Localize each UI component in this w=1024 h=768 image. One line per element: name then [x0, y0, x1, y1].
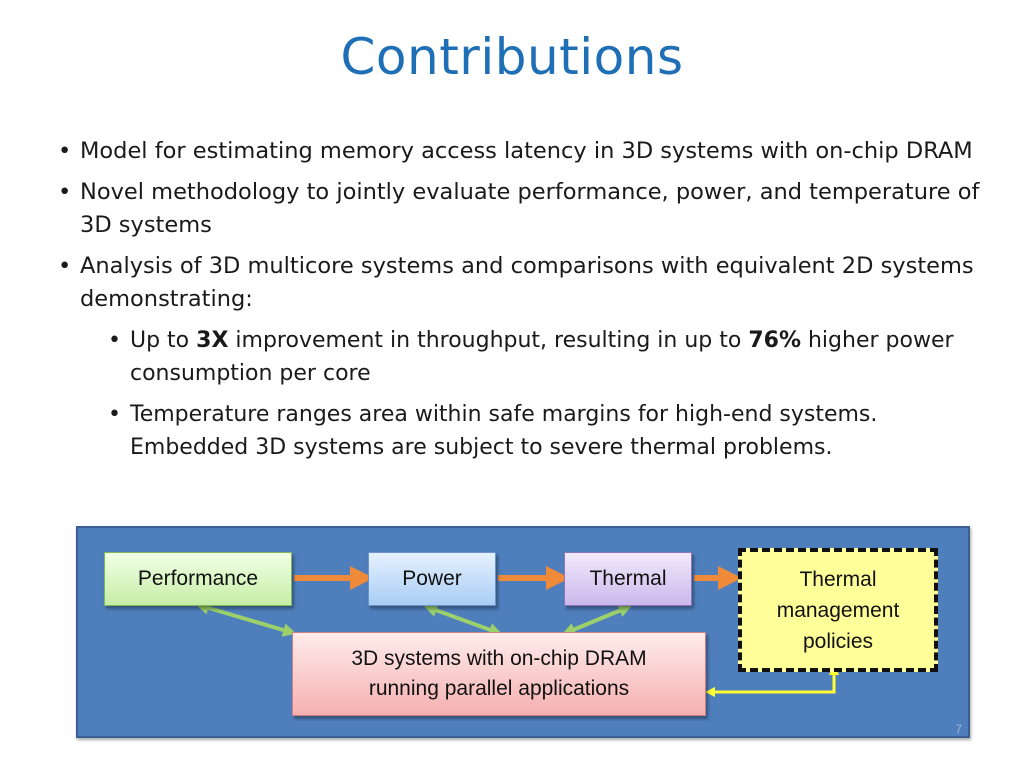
- bold-value: 76%: [748, 328, 801, 353]
- box-line: management: [776, 598, 900, 622]
- bullet-item: • Novel methodology to jointly evaluate …: [58, 176, 988, 242]
- text-segment: higher power consumption per core: [130, 328, 954, 386]
- bullet-item: • Model for estimating memory access lat…: [58, 135, 988, 168]
- flow-diagram: Performance Power Thermal Thermal manage…: [76, 526, 970, 738]
- box-text: Thermal management policies: [777, 564, 900, 657]
- bullet-text: Model for estimating memory access laten…: [80, 138, 973, 164]
- bullet-text: Novel methodology to jointly evaluate pe…: [80, 179, 980, 238]
- sub-bullet-item: • Up to 3X improvement in throughput, re…: [58, 324, 988, 390]
- power-box: Power: [368, 552, 496, 606]
- bullet-list: • Model for estimating memory access lat…: [58, 135, 988, 472]
- system-box: 3D systems with on-chip DRAM running par…: [292, 632, 706, 716]
- arrow-thermal-system: [561, 604, 633, 636]
- bold-value: 3X: [196, 328, 229, 353]
- thermal-box: Thermal: [564, 552, 692, 606]
- bullet-item: • Analysis of 3D multicore systems and c…: [58, 250, 988, 316]
- text-segment: improvement in throughput, resulting in …: [228, 328, 749, 353]
- bullet-text: Analysis of 3D multicore systems and com…: [80, 253, 974, 312]
- text-segment: Up to: [130, 328, 197, 353]
- box-line: 3D systems with on-chip DRAM: [351, 647, 647, 670]
- arrow-system-to-management: [704, 664, 840, 698]
- arrow-performance-system: [195, 601, 297, 637]
- box-line: policies: [802, 629, 874, 653]
- thermal-management-box: Thermal management policies: [738, 548, 938, 672]
- slide-title: Contributions: [340, 28, 684, 86]
- page-number: 7: [955, 722, 962, 736]
- sub-bullet-text: Up to 3X improvement in throughput, resu…: [130, 328, 954, 386]
- sub-bullet-text: Temperature ranges area within safe marg…: [130, 402, 878, 460]
- bullet-dot: •: [58, 253, 72, 279]
- bullet-dot: •: [58, 138, 72, 164]
- box-text: 3D systems with on-chip DRAM running par…: [351, 644, 646, 704]
- bullet-dot: •: [58, 179, 72, 205]
- box-line: Thermal: [799, 567, 877, 591]
- arrow-power-system: [423, 603, 503, 637]
- performance-box: Performance: [104, 552, 292, 606]
- sub-bullet-item: • Temperature ranges area within safe ma…: [58, 398, 988, 464]
- bullet-dot: •: [108, 328, 121, 353]
- bullet-dot: •: [108, 402, 121, 427]
- box-line: running parallel applications: [368, 677, 630, 700]
